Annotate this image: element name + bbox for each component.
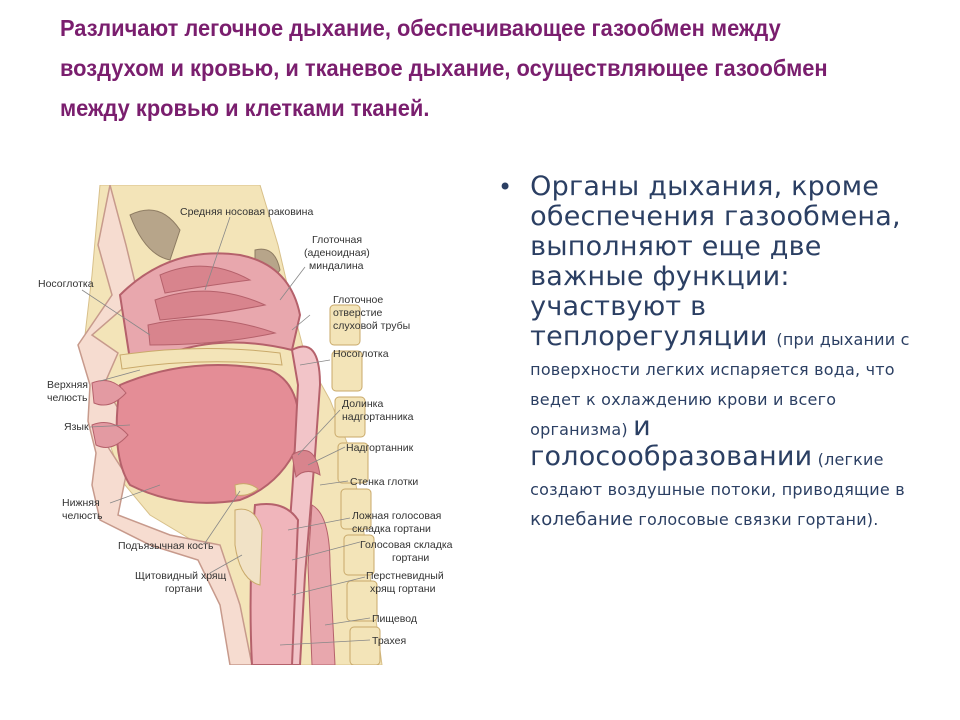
bullet-main-text: Органы дыхания, кроме обеспечения газооб…: [530, 171, 901, 352]
label-tube-3: слуховой трубы: [333, 320, 410, 332]
label-esophagus: Пищевод: [372, 613, 417, 625]
label-middle-concha: Средняя носовая раковина: [180, 206, 313, 218]
lower-lip: [91, 422, 129, 448]
label-lower-jaw-1: Нижняя: [62, 497, 100, 509]
slide-title: Различают легочное дыхание, обеспечивающ…: [60, 15, 828, 121]
bullet-text: Органы дыхания, кроме обеспечения газооб…: [530, 172, 938, 532]
label-pharynx-wall: Стенка глотки: [350, 476, 418, 488]
label-upper-jaw-2: челюсть: [47, 392, 88, 404]
esophagus: [307, 504, 336, 665]
thyroid-cartilage: [234, 508, 263, 586]
label-tonsil-1: Глоточная: [312, 234, 362, 246]
label-cricoid-1: Перстневидный: [366, 570, 444, 582]
respiratory-anatomy-diagram: Средняя носовая раковина Глоточная (аден…: [30, 185, 470, 665]
hyoid-bone: [234, 483, 259, 496]
vertebrae: [329, 304, 381, 665]
superior-concha: [159, 265, 252, 294]
bullet-item: • Органы дыхания, кроме обеспечения газо…: [498, 172, 938, 532]
diagram-labels: Средняя носовая раковина Глоточная (аден…: [38, 206, 453, 647]
label-false-fold-1: Ложная голосовая: [352, 510, 441, 522]
bullet-dot-icon: •: [498, 173, 513, 201]
bullet-note-voice-a: (легкие создают воздушные потоки, привод…: [530, 450, 905, 499]
middle-concha: [154, 290, 267, 321]
sinus-bone: [129, 209, 181, 261]
bullet-note-thermo: (при дыхании с поверхности легких испаря…: [530, 330, 910, 439]
label-thyroid-2: гортани: [165, 583, 202, 595]
label-hyoid: Подъязычная кость: [118, 540, 214, 552]
label-epiglottis: Надгортанник: [346, 442, 414, 454]
label-tube-1: Глоточное: [333, 294, 383, 306]
epiglottis: [291, 450, 321, 479]
label-lower-jaw-2: челюсть: [62, 510, 103, 522]
label-vallecula-1: Долинка: [342, 398, 383, 410]
label-upper-jaw-1: Верхняя: [47, 379, 88, 391]
label-vallecula-2: надгортанника: [342, 411, 414, 423]
label-tonsil-2: (аденоидная): [304, 247, 370, 259]
label-vocal-fold-2: гортани: [392, 552, 429, 564]
bullet-note-voice-b: колебание: [530, 509, 634, 530]
label-false-fold-2: складка гортани: [352, 523, 431, 535]
upper-lip: [91, 380, 127, 406]
label-nasopharynx-right: Носоглотка: [333, 348, 389, 360]
label-cricoid-2: хрящ гортани: [370, 583, 436, 595]
inferior-concha: [147, 318, 277, 346]
leader-lines: [81, 216, 371, 646]
tongue: [115, 364, 301, 504]
label-trachea: Трахея: [372, 635, 406, 647]
bullet-voice-text: и голосообразовании: [530, 411, 813, 472]
label-tongue: Язык: [64, 421, 89, 433]
bullet-list: • Органы дыхания, кроме обеспечения газо…: [498, 172, 938, 532]
hard-palate: [119, 347, 283, 370]
label-thyroid-1: Щитовидный хрящ: [135, 570, 227, 582]
bullet-note-voice-c: голосовые связки гортани).: [633, 510, 879, 529]
label-vocal-fold-1: Голосовая складка: [360, 539, 453, 551]
label-tube-2: отверстие: [333, 307, 382, 319]
label-tonsil-3: миндалина: [309, 260, 364, 272]
label-nasopharynx-left: Носоглотка: [38, 278, 94, 290]
anatomy-svg: Средняя носовая раковина Глоточная (аден…: [38, 185, 453, 665]
